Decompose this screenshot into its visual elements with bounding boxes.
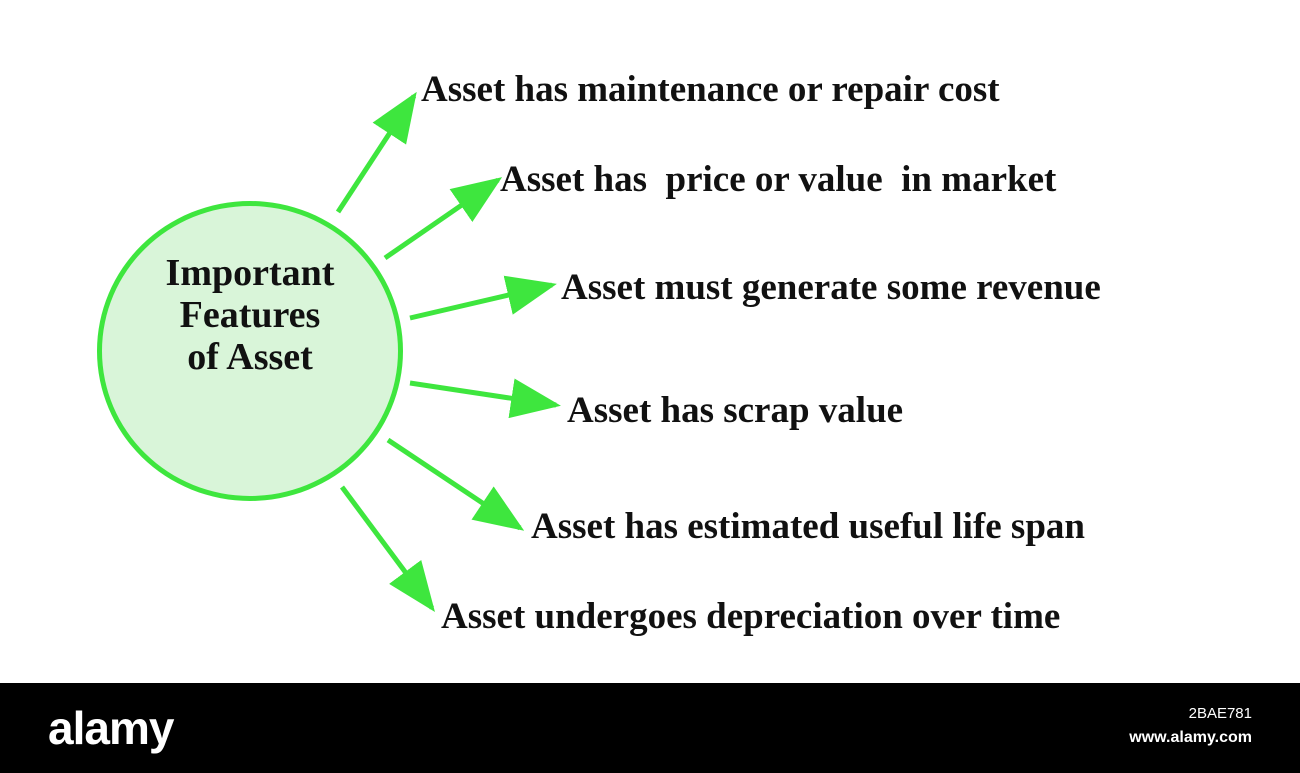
- brand-logo: alamy: [48, 702, 174, 754]
- arrow-6: [339, 485, 435, 613]
- feature-useful-life: Asset has estimated useful life span: [531, 506, 1085, 547]
- arrow-3: [409, 275, 557, 321]
- site-url: www.alamy.com: [1129, 729, 1252, 746]
- feature-scrap-value: Asset has scrap value: [567, 390, 904, 431]
- diagram: Important Features of Asset Asset has ma…: [97, 69, 1101, 637]
- hub-label: Important Features of Asset: [165, 252, 335, 378]
- arrow-5: [386, 437, 525, 531]
- image-id: 2BAE781: [1188, 705, 1252, 722]
- arrow-1: [335, 91, 417, 214]
- feature-depreciation: Asset undergoes depreciation over time: [441, 596, 1061, 637]
- arrow-4: [409, 378, 561, 419]
- arrow-2: [383, 177, 503, 261]
- hub-circle: [97, 201, 403, 501]
- watermark-footer: alamy 2BAE781 www.alamy.com: [0, 683, 1300, 773]
- arrows-layer: [335, 91, 561, 613]
- feature-market-value: Asset has price or value in market: [500, 159, 1057, 200]
- feature-maintenance-cost: Asset has maintenance or repair cost: [421, 69, 1000, 110]
- feature-revenue: Asset must generate some revenue: [561, 267, 1101, 308]
